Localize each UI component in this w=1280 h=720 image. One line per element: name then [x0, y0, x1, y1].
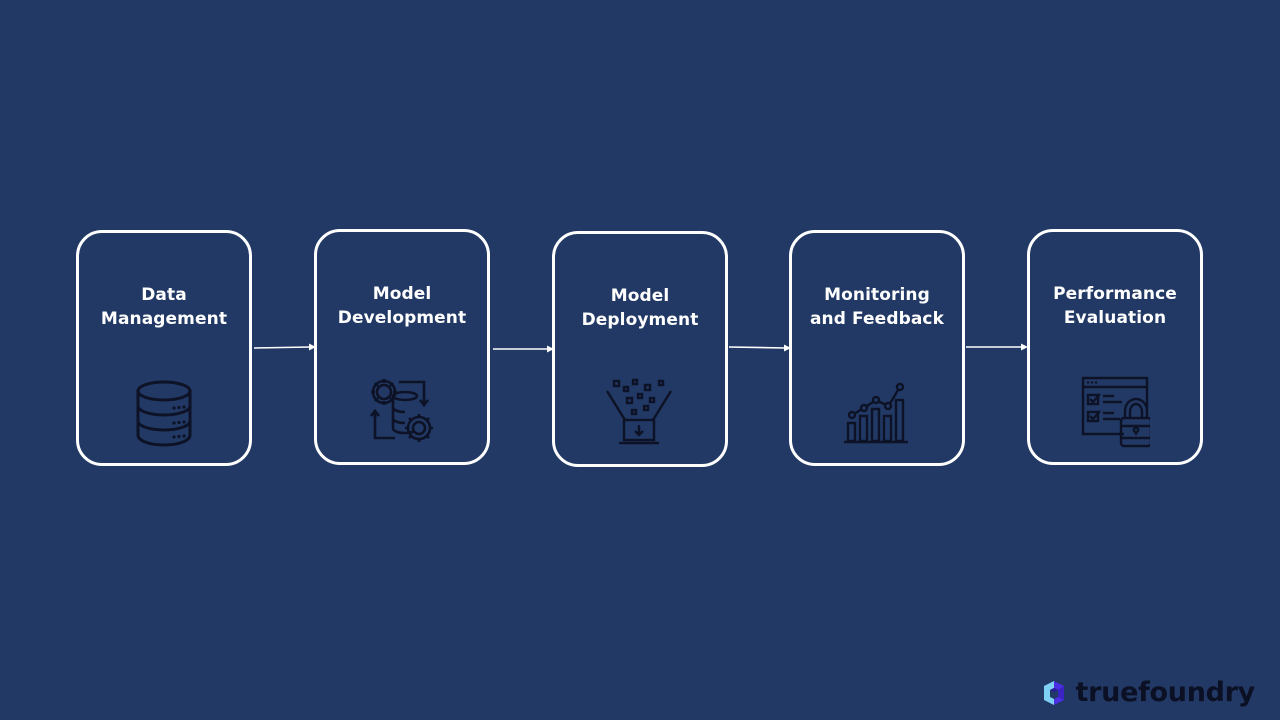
database-icon: [129, 375, 199, 451]
step-performance-evaluation: Performance Evaluation: [1027, 229, 1203, 465]
step-monitoring-and-feedback: Monitoring and Feedback: [789, 230, 965, 466]
step-label: Monitoring and Feedback: [809, 285, 945, 329]
step-data-management: Data Management: [76, 230, 252, 466]
arrow-monitoring-to-evaluation: [966, 342, 1028, 352]
logo-wordmark: truefoundry: [1075, 677, 1256, 708]
checklist-lock-icon: [1080, 374, 1150, 450]
arrow-deployment-to-monitoring: [728, 343, 791, 353]
step-label: Model Deployment: [581, 286, 699, 330]
step-label: Model Development: [337, 284, 467, 328]
step-model-development: Model Development: [314, 229, 490, 465]
arrow-development-to-deployment: [493, 344, 554, 354]
arrow-data-to-development: [253, 342, 316, 352]
truefoundry-logo: truefoundry: [1040, 677, 1255, 708]
step-model-deployment: Model Deployment: [552, 231, 728, 467]
gears-database-cycle-icon: [367, 374, 437, 450]
growth-chart-icon: [842, 375, 912, 451]
step-label: Data Management: [100, 285, 228, 329]
truefoundry-cube-icon: [1040, 679, 1068, 707]
step-label: Performance Evaluation: [1053, 284, 1177, 328]
laptop-download-icon: [605, 376, 675, 452]
